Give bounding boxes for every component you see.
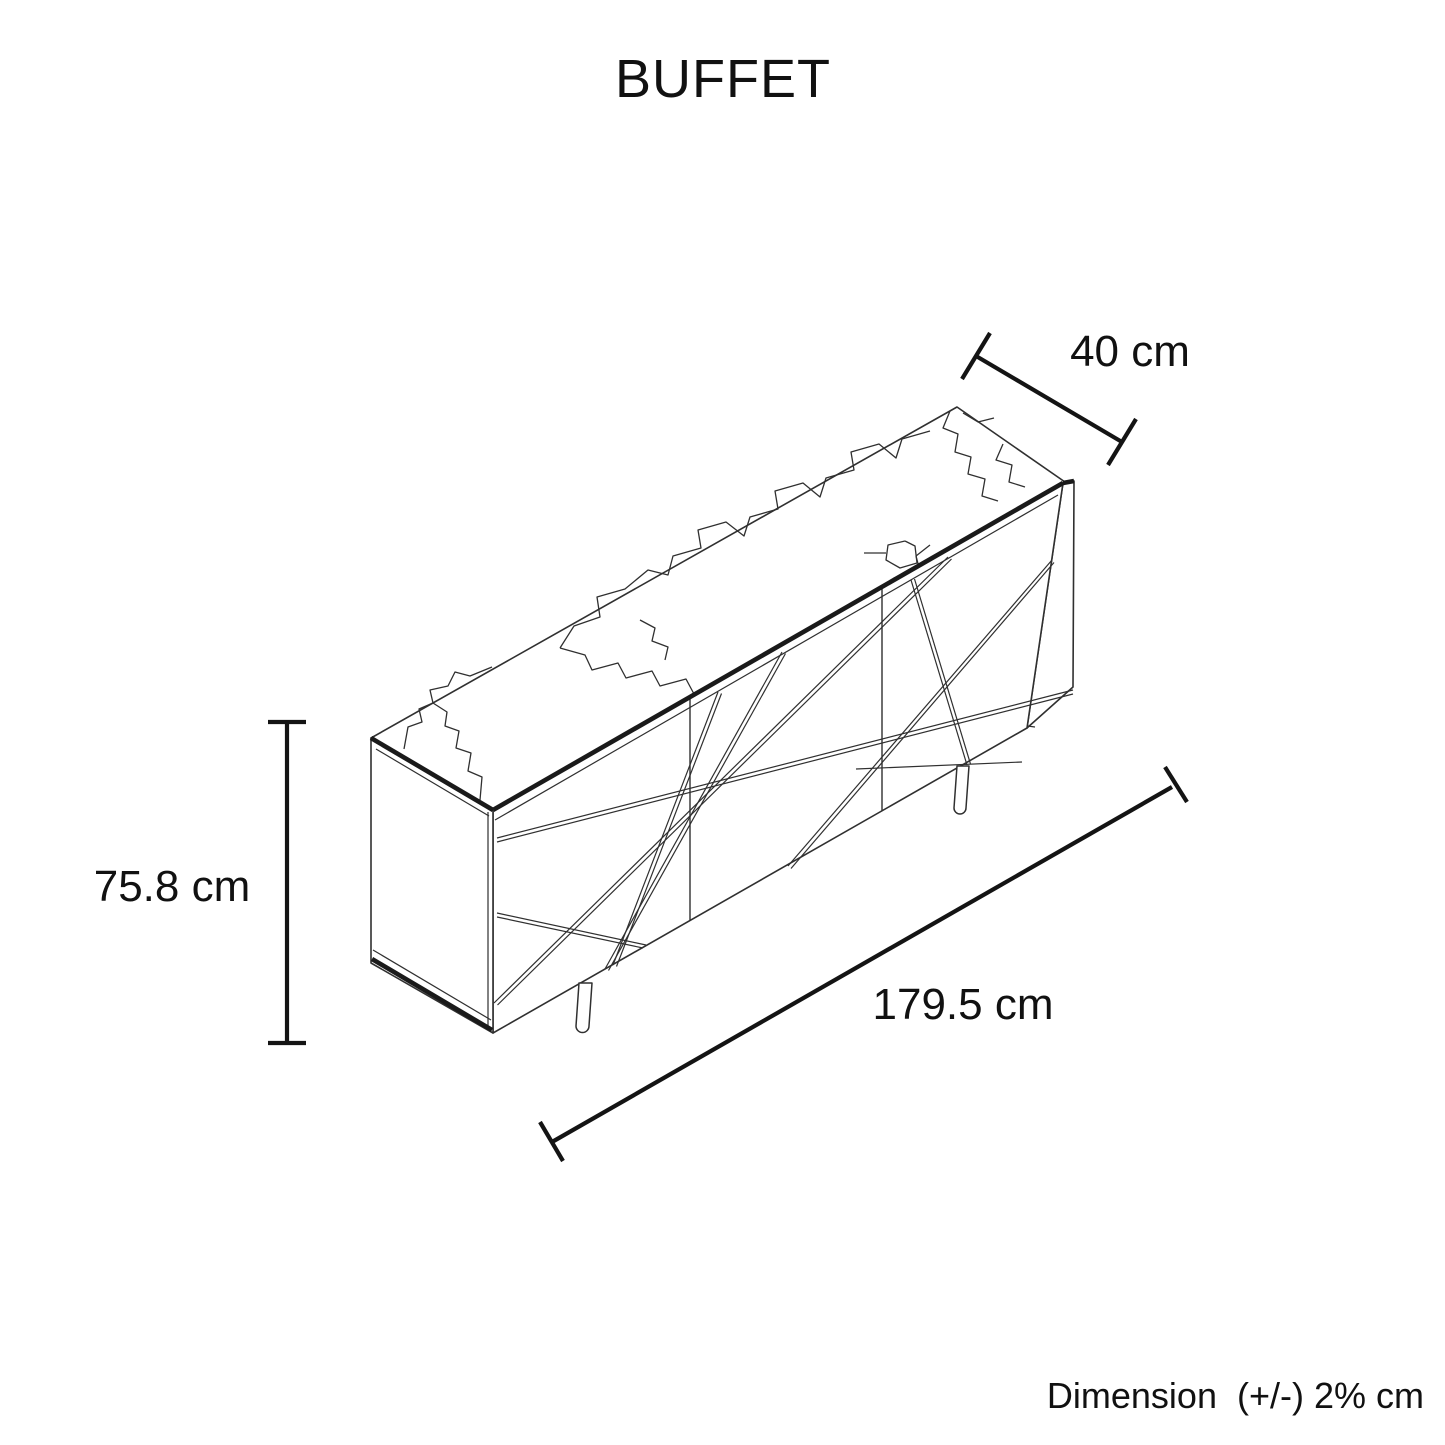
buffet-left-side-face [369,736,495,1034]
page-title: BUFFET [615,49,831,109]
width-dimension: 179.5 cm [538,765,1189,1163]
depth-dimension: 40 cm [960,327,1190,467]
front-right-leg [953,765,970,815]
engraved-decor-lines [493,556,1074,1006]
front-left-leg [575,982,593,1034]
buffet-front-face [491,478,1075,1034]
height-dimension: 75.8 cm [94,719,306,1046]
depth-dimension-label: 40 cm [1070,327,1190,376]
buffet-legs [575,765,970,1034]
buffet-line-drawing [369,406,1075,1034]
width-dimension-label: 179.5 cm [873,980,1054,1029]
height-dimension-label: 75.8 cm [94,862,251,911]
tolerance-footnote: Dimension (+/-) 2% cm [1047,1375,1424,1416]
